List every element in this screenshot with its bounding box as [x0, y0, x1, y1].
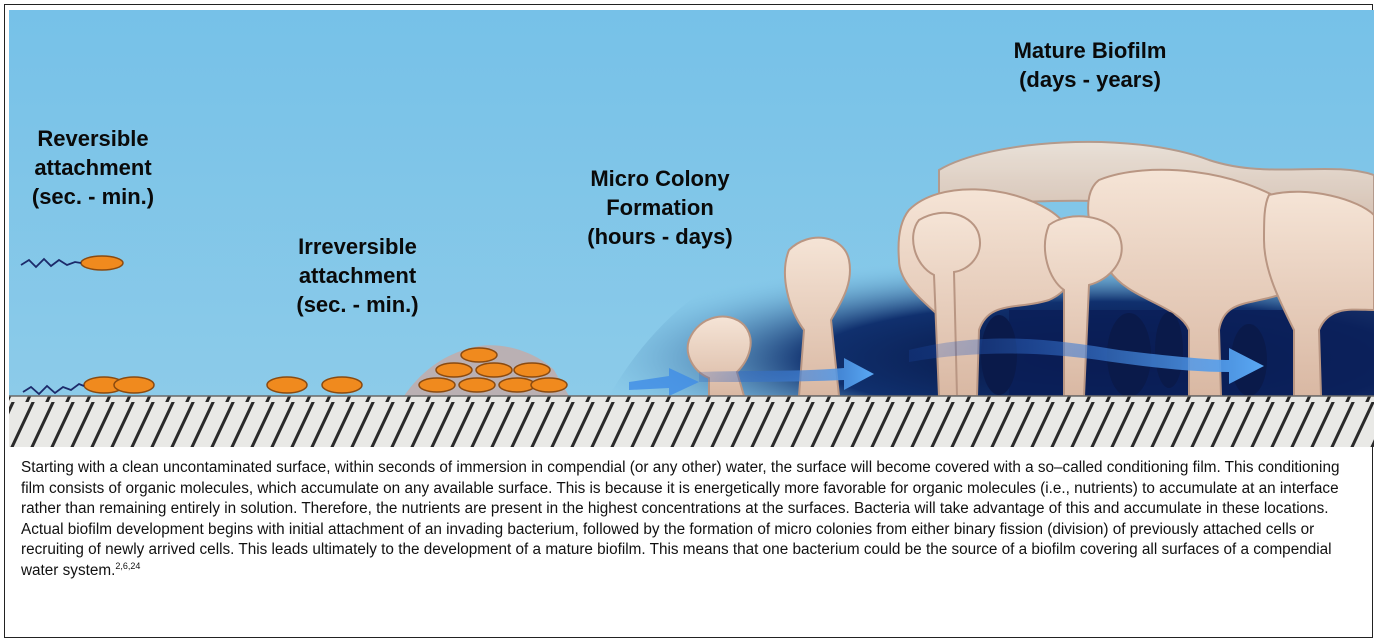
hatched-surface: [9, 396, 1374, 447]
figure-caption: Starting with a clean uncontaminated sur…: [21, 458, 1361, 581]
stage-label-reversible: Reversible attachment (sec. - min.): [13, 124, 173, 211]
stage-label-micro-colony: Micro Colony Formation (hours - days): [570, 164, 750, 251]
stage-label-irreversible: Irreversible attachment (sec. - min.): [275, 232, 440, 319]
stage-label-mature-biofilm: Mature Biofilm (days - years): [990, 36, 1190, 94]
caption-references: 2,6,24: [115, 560, 140, 570]
caption-text: Starting with a clean uncontaminated sur…: [21, 459, 1339, 579]
